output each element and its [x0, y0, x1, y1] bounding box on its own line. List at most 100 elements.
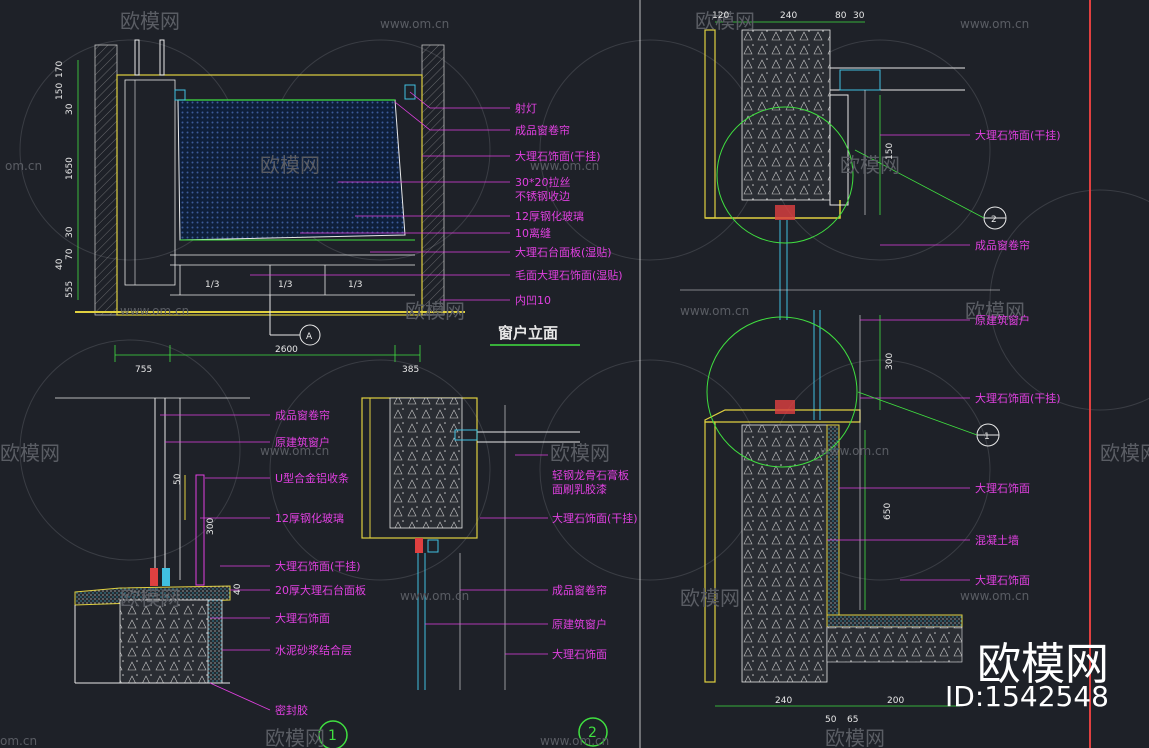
svg-text:80: 80 — [835, 11, 847, 21]
section-marker-a: A — [306, 332, 313, 342]
svg-text:755: 755 — [135, 365, 152, 375]
label-recess-10: 内凹10 — [515, 293, 551, 307]
detail-marker-1: 1 — [984, 432, 990, 442]
svg-text:65: 65 — [847, 715, 858, 725]
svg-text:240: 240 — [780, 11, 797, 21]
svg-text:40: 40 — [55, 258, 65, 270]
watermark-brand: 欧模网 — [1100, 441, 1149, 465]
svg-text:1/3: 1/3 — [278, 280, 292, 290]
svg-text:2600: 2600 — [275, 345, 298, 355]
label-brushed-30x20: 30*20拉丝 — [515, 175, 571, 189]
svg-text:170: 170 — [55, 61, 65, 78]
svg-text:大理石饰面: 大理石饰面 — [552, 647, 607, 661]
section-2-labels: 轻钢龙骨石膏板 面刷乳胶漆 大理石饰面(干挂) 成品窗卷帘 原建筑窗户 大理石饰… — [552, 468, 638, 661]
elevation-labels: 射灯 成品窗卷帘 大理石饰面(干挂) 30*20拉丝 不锈钢收边 12厚钢化玻璃… — [515, 101, 623, 307]
right-detail-labels-bottom: 原建筑窗户 大理石饰面(干挂) 大理石饰面 混凝土墙 大理石饰面 — [975, 313, 1061, 587]
svg-text:成品窗卷帘: 成品窗卷帘 — [552, 583, 607, 597]
label-matte-marble: 毛面大理石饰面(湿贴) — [515, 268, 623, 282]
svg-text:50: 50 — [825, 715, 837, 725]
watermark-site: www.om.cn — [380, 17, 449, 31]
svg-text:30: 30 — [853, 11, 865, 21]
watermark-brand: 欧模网 — [550, 441, 610, 465]
section-2-marker: 2 — [588, 725, 597, 741]
svg-text:混凝土墙: 混凝土墙 — [975, 533, 1019, 547]
svg-text:大理石饰面(干挂): 大理石饰面(干挂) — [975, 128, 1061, 142]
svg-text:大理石饰面: 大理石饰面 — [975, 573, 1030, 587]
elevation-title: 窗户立面 — [498, 324, 558, 342]
watermark-site: om.cn — [0, 734, 37, 748]
label-countertop-wet: 大理石台面板(湿贴) — [515, 245, 612, 259]
watermark-site: www.om.cn — [400, 589, 469, 603]
svg-text:原建筑窗户: 原建筑窗户 — [275, 435, 330, 449]
svg-text:密封胶: 密封胶 — [275, 703, 308, 717]
svg-text:原建筑窗户: 原建筑窗户 — [552, 617, 607, 631]
section-1-marker: 1 — [328, 728, 337, 744]
watermark-brand: 欧模网 — [120, 9, 180, 33]
watermark-site: om.cn — [5, 159, 42, 173]
watermark-site: www.om.cn — [820, 444, 889, 458]
watermark-brand: 欧模网 — [265, 726, 325, 748]
watermark-site: www.om.cn — [680, 304, 749, 318]
section-1-labels: 成品窗卷帘 原建筑窗户 U型合金铝收条 12厚钢化玻璃 大理石饰面(干挂) 20… — [275, 408, 366, 717]
watermark-id: ID:1542548 — [945, 680, 1109, 713]
watermark-brand: 欧模网 — [680, 586, 740, 610]
watermark-site: www.om.cn — [960, 17, 1029, 31]
svg-text:1/3: 1/3 — [205, 280, 219, 290]
svg-text:面刷乳胶漆: 面刷乳胶漆 — [552, 482, 607, 496]
svg-text:40: 40 — [233, 583, 243, 595]
svg-text:200: 200 — [887, 696, 904, 706]
watermark-brand: 欧模网 — [695, 9, 755, 33]
svg-text:轻钢龙骨石膏板: 轻钢龙骨石膏板 — [552, 468, 629, 482]
svg-text:150: 150 — [885, 143, 895, 160]
detail-marker-2: 2 — [991, 215, 997, 225]
svg-text:大理石饰面(干挂): 大理石饰面(干挂) — [275, 559, 361, 573]
svg-text:U型合金铝收条: U型合金铝收条 — [275, 471, 349, 485]
svg-text:70: 70 — [65, 248, 75, 260]
svg-text:650: 650 — [883, 503, 893, 520]
watermark-site: www.om.cn — [260, 444, 329, 458]
elevation-dims-vertical: 170 150 30 1650 30 70 40 555 — [55, 61, 75, 298]
section-2-drawing — [361, 397, 608, 747]
label-tempered-glass: 12厚钢化玻璃 — [515, 209, 584, 223]
watermark-brand: 欧模网 — [825, 726, 885, 748]
watermark-site: www.om.cn — [120, 304, 189, 318]
watermark-site: www.om.cn — [530, 159, 599, 173]
svg-text:240: 240 — [775, 696, 792, 706]
watermark-site: www.om.cn — [960, 589, 1029, 603]
section-1-dims: 50 300 40 — [173, 473, 243, 595]
svg-text:1650: 1650 — [65, 157, 75, 180]
watermark-brand: 欧模网 — [120, 586, 180, 610]
right-detail-labels-top: 大理石饰面(干挂) 成品窗卷帘 — [975, 128, 1061, 252]
watermark-brand: 欧模网 — [405, 299, 465, 323]
watermark-brand: 欧模网 — [965, 299, 1025, 323]
right-detail-drawing — [639, 0, 1091, 748]
svg-text:大理石饰面(干挂): 大理石饰面(干挂) — [975, 391, 1061, 405]
watermark-texts: 欧模网 www.om.cn 欧模网 www.om.cn om.cn 欧模网 ww… — [0, 9, 1149, 748]
elevation-dims-bottom: 755 2600 385 — [135, 345, 419, 375]
watermark-site: www.om.cn — [540, 734, 609, 748]
svg-text:大理石饰面(干挂): 大理石饰面(干挂) — [552, 511, 638, 525]
watermark-brand: 欧模网 — [260, 153, 320, 177]
svg-text:1/3: 1/3 — [348, 280, 362, 290]
svg-text:300: 300 — [885, 353, 895, 370]
svg-text:成品窗卷帘: 成品窗卷帘 — [975, 238, 1030, 252]
label-steel-edge: 不锈钢收边 — [515, 189, 570, 203]
watermark-brand: 欧模网 — [0, 441, 60, 465]
right-detail-dims-mid: 300 650 — [883, 353, 895, 520]
svg-text:150: 150 — [55, 83, 65, 100]
watermark-big-brand: 欧模网 — [977, 639, 1109, 690]
svg-text:大理石饰面: 大理石饰面 — [975, 481, 1030, 495]
watermark-brand: 欧模网 — [840, 153, 900, 177]
svg-text:原建筑窗户: 原建筑窗户 — [975, 313, 1030, 327]
svg-text:12厚钢化玻璃: 12厚钢化玻璃 — [275, 511, 344, 525]
label-roller-blind: 成品窗卷帘 — [515, 123, 570, 137]
right-detail-dims-bottom: 240 200 50 65 — [775, 696, 904, 725]
svg-text:300: 300 — [206, 518, 216, 535]
elevation-fractions: 1/3 1/3 1/3 — [205, 280, 362, 290]
svg-text:30: 30 — [65, 103, 75, 115]
right-detail-dims-top: 120 240 80 30 150 — [712, 11, 895, 160]
label-gap-10: 10离缝 — [515, 226, 551, 240]
svg-text:20厚大理石台面板: 20厚大理石台面板 — [275, 583, 366, 597]
svg-text:大理石饰面: 大理石饰面 — [275, 611, 330, 625]
